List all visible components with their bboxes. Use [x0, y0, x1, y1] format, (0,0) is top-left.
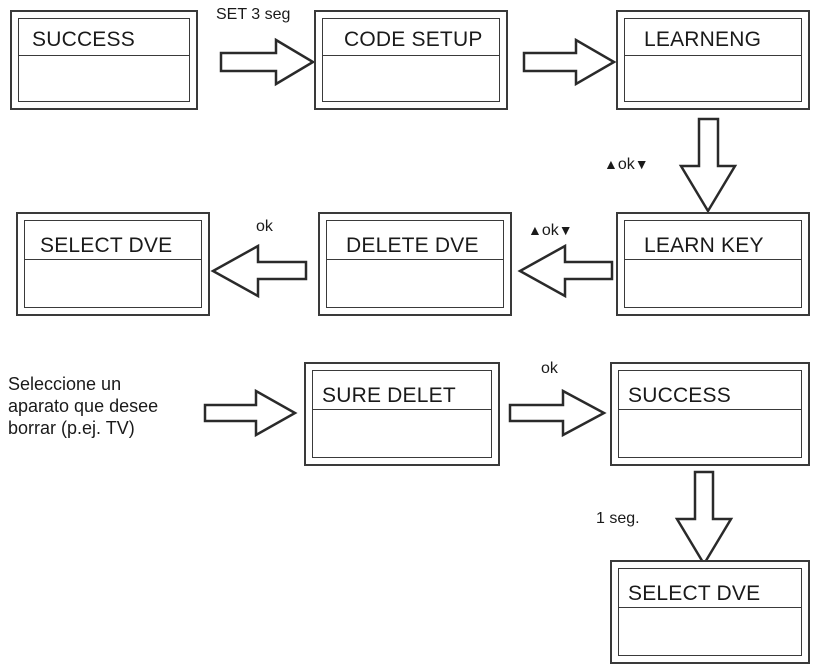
screen-success-2: SUCCESS	[610, 362, 810, 466]
screen-label: SUCCESS	[32, 28, 135, 51]
screen-select-dve-2: SELECT DVE	[610, 560, 810, 664]
screen-frame	[312, 370, 492, 458]
screen-select-dve-1: SELECT DVE	[16, 212, 210, 316]
arrow-left-1	[517, 243, 614, 299]
screen-frame	[624, 18, 802, 102]
note-1-seg: 1 seg.	[596, 510, 640, 527]
screen-frame	[618, 568, 802, 656]
arrow-left-2	[210, 243, 308, 299]
screen-code-setup: CODE SETUP	[314, 10, 508, 110]
screen-delete-dve: DELETE DVE	[318, 212, 512, 316]
screen-label: LEARN KEY	[644, 234, 764, 257]
screen-label: SELECT DVE	[40, 234, 173, 257]
arrow-right-3	[203, 388, 298, 438]
screen-frame	[18, 18, 190, 102]
note-ok-select: ok	[256, 218, 273, 235]
screen-frame	[618, 370, 802, 458]
screen-label: SURE DELET	[322, 384, 456, 407]
arrow-down-1	[678, 117, 738, 214]
triangle-down-icon: ▼	[634, 156, 649, 172]
screen-learn-key: LEARN KEY	[616, 212, 810, 316]
screen-learneng: LEARNENG	[616, 10, 810, 110]
note-ok-label: ok	[617, 156, 635, 173]
screen-label: SELECT DVE	[628, 582, 761, 605]
screen-success-1: SUCCESS	[10, 10, 198, 110]
instruction-text: Seleccione un aparato que desee borrar (…	[8, 373, 158, 439]
triangle-down-icon: ▼	[558, 222, 573, 238]
instruction-line-2: aparato que desee	[8, 396, 159, 416]
note-ok-label: ok	[541, 222, 559, 239]
screen-frame	[322, 18, 500, 102]
triangle-up-icon: ▲	[528, 222, 542, 238]
note-ok-learn: ▲ok▼	[604, 156, 649, 174]
instruction-line-3: borrar (p.ej. TV)	[8, 418, 135, 438]
arrow-right-2	[522, 37, 617, 87]
screen-frame	[624, 220, 802, 308]
screen-frame	[326, 220, 504, 308]
screen-label: LEARNENG	[644, 28, 762, 51]
note-set-3-seg: SET 3 seg	[216, 6, 291, 23]
note-ok-sure: ok	[541, 360, 558, 377]
screen-label: DELETE DVE	[346, 234, 479, 257]
triangle-up-icon: ▲	[604, 156, 618, 172]
screen-frame	[24, 220, 202, 308]
arrow-right-1	[219, 37, 316, 87]
screen-sure-delet: SURE DELET	[304, 362, 500, 466]
arrow-right-4	[508, 388, 607, 438]
note-ok-delete: ▲ok▼	[528, 222, 573, 240]
screen-label: CODE SETUP	[344, 28, 483, 51]
arrow-down-2	[674, 470, 734, 567]
screen-label: SUCCESS	[628, 384, 731, 407]
instruction-line-1: Seleccione un	[8, 374, 122, 394]
